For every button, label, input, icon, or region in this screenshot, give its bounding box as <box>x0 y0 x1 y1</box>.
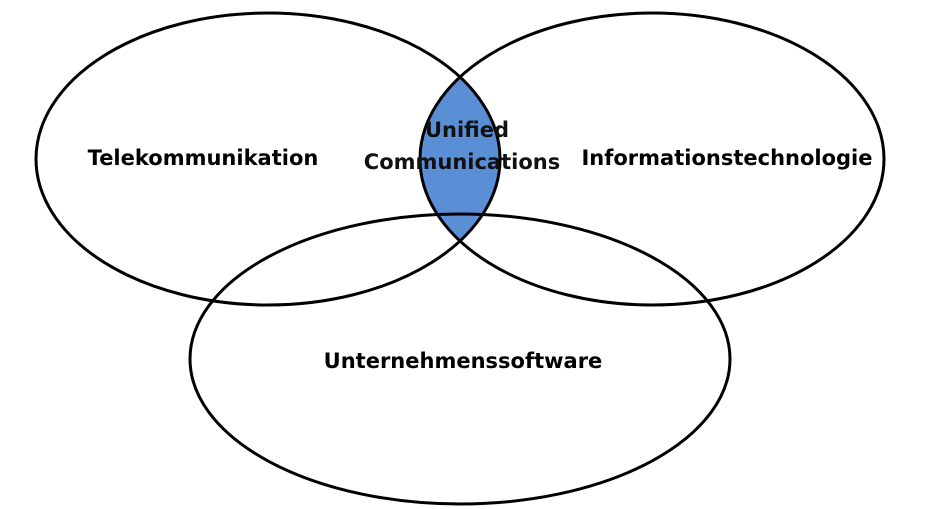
circle-unternehmenssoftware <box>188 212 732 506</box>
label-telekommunikation: Telekommunikation <box>88 146 319 170</box>
label-unternehmenssoftware: Unternehmenssoftware <box>324 349 603 373</box>
label-communications: Communications <box>364 150 560 174</box>
circle-informationstechnologie <box>418 11 886 307</box>
label-informationstechnologie: Informationstechnologie <box>581 146 872 170</box>
label-unified: Unified <box>425 118 509 142</box>
circle-telekommunikation <box>34 11 502 307</box>
